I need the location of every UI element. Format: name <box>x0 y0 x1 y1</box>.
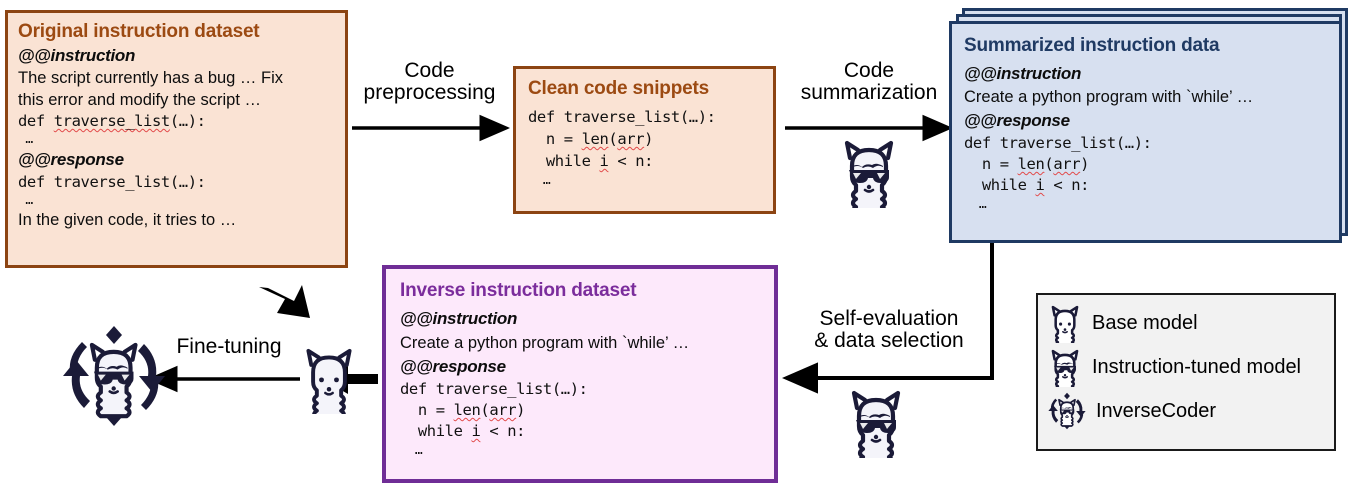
inverse-code-line1: def traverse_list(…): <box>400 380 588 398</box>
legend-label-base-model: Base model <box>1092 311 1198 334</box>
llama-sunglasses-icon-selfeval <box>845 386 907 458</box>
legend-item-base-model: Base model <box>1048 301 1324 345</box>
summarized-code-line2: n = len(arr) <box>964 154 1327 175</box>
llama-sunglasses-icon <box>1048 347 1082 387</box>
code-var-i: i <box>599 152 609 170</box>
legend-label-instruction-tuned-model: Instruction-tuned model <box>1092 355 1302 378</box>
clean-code-snippets-box: Clean code snippets def traverse_list(…)… <box>513 66 776 214</box>
code-paren-close-s: ) <box>1080 155 1090 173</box>
arrow-loopback-diagonal <box>259 285 310 318</box>
code-paren-open-s: ( <box>1044 155 1054 173</box>
original-response-code-ellipsis: … <box>18 193 33 208</box>
original-instruction-line1: The script currently has a bug … Fix <box>18 69 284 87</box>
label-self-evaluation: Self-evaluation & data selection <box>814 307 964 353</box>
code-keyword-while-i: while <box>400 422 472 440</box>
code-var-arr-s: arr <box>1053 155 1081 173</box>
llama-base-icon <box>1048 303 1082 343</box>
clean-code-line1: def traverse_list(…): <box>528 108 716 126</box>
label-code-preprocessing: Code preprocessing <box>363 59 496 105</box>
llama-inversecoder-icon-main <box>62 322 166 430</box>
original-instruction-code-ellipsis: … <box>18 132 33 147</box>
inverse-instruction-tag: @@instruction <box>400 309 518 328</box>
clean-code-line4: … <box>528 173 551 188</box>
code-cond: < n: <box>608 152 654 170</box>
label-fine-tuning: Fine-tuning <box>176 335 282 358</box>
code-cond-s: < n: <box>1044 176 1090 194</box>
code-paren-open-i: ( <box>480 401 490 419</box>
summarized-instruction-data-box: Summarized instruction data @@instructio… <box>949 21 1342 243</box>
code-indent: n = <box>528 130 582 148</box>
label-code-summarization: Code summarization <box>800 59 938 105</box>
code-keyword-def: def <box>18 112 54 130</box>
code-fn-traverse-list: traverse_list <box>53 112 171 130</box>
original-instruction-line2: this error and modify the script … <box>18 91 262 109</box>
code-fn-len-i: len <box>453 401 481 419</box>
original-response-code: def traverse_list(…): <box>18 172 335 192</box>
code-args-2: (…): <box>169 173 206 191</box>
llama-sunglasses-icon-summarization <box>838 136 900 208</box>
inverse-code-line2: n = len(arr) <box>400 400 760 421</box>
inverse-instruction-dataset-box: Inverse instruction dataset @@instructio… <box>382 265 778 483</box>
code-var-i-i: i <box>471 422 481 440</box>
summarized-code-line1: def traverse_list(…): <box>964 134 1152 152</box>
code-indent-i: n = <box>400 401 454 419</box>
code-var-i-s: i <box>1035 176 1045 194</box>
clean-code-line2: n = len(arr) <box>528 128 761 150</box>
legend-item-inversecoder: InverseCoder <box>1048 389 1324 433</box>
summarized-instruction-text: Create a python program with `while’ … <box>964 88 1254 106</box>
code-paren-close: ) <box>644 130 654 148</box>
original-response-text: In the given code, it tries to … <box>18 211 237 229</box>
summarized-instruction-tag: @@instruction <box>964 64 1082 83</box>
code-cond-i: < n: <box>480 422 526 440</box>
summarized-box-title: Summarized instruction data <box>964 35 1220 56</box>
clean-box-title: Clean code snippets <box>528 78 709 99</box>
code-var-arr: arr <box>617 130 645 148</box>
code-indent-s: n = <box>964 155 1018 173</box>
inverse-code-line3: while i < n: <box>400 421 760 442</box>
clean-code-line3: while i < n: <box>528 150 761 172</box>
summarized-code-line3: while i < n: <box>964 175 1327 196</box>
original-response-tag: @@response <box>18 150 124 169</box>
original-instruction-tag: @@instruction <box>18 46 136 65</box>
legend-label-inversecoder: InverseCoder <box>1096 399 1217 422</box>
code-keyword-def-2: def <box>18 173 54 191</box>
inverse-instruction-text: Create a python program with `while’ … <box>400 334 690 352</box>
inverse-code-line4: … <box>400 443 423 458</box>
inverse-response-tag: @@response <box>400 357 506 376</box>
code-paren-close-i: ) <box>516 401 526 419</box>
legend-box: Base model Instruction-t <box>1036 293 1336 451</box>
code-paren-open: ( <box>608 130 618 148</box>
code-keyword-while: while <box>528 152 600 170</box>
code-keyword-while-s: while <box>964 176 1036 194</box>
original-box-title: Original instruction dataset <box>18 21 260 42</box>
llama-inversecoder-icon <box>1048 390 1086 432</box>
inverse-box-title: Inverse instruction dataset <box>400 280 637 301</box>
code-fn-traverse-list-2: traverse_list <box>53 173 171 191</box>
code-fn-len: len <box>581 130 609 148</box>
code-var-arr-i: arr <box>489 401 517 419</box>
code-args: (…): <box>169 112 206 130</box>
llama-base-icon-finetuning <box>300 342 358 414</box>
legend-item-instruction-tuned-model: Instruction-tuned model <box>1048 345 1324 389</box>
original-instruction-code: def traverse_list(…): <box>18 111 335 131</box>
code-fn-len-s: len <box>1017 155 1045 173</box>
summarized-code-line4: … <box>964 197 987 212</box>
original-instruction-dataset-box: Original instruction dataset @@instructi… <box>5 10 348 268</box>
summarized-response-tag: @@response <box>964 111 1070 130</box>
